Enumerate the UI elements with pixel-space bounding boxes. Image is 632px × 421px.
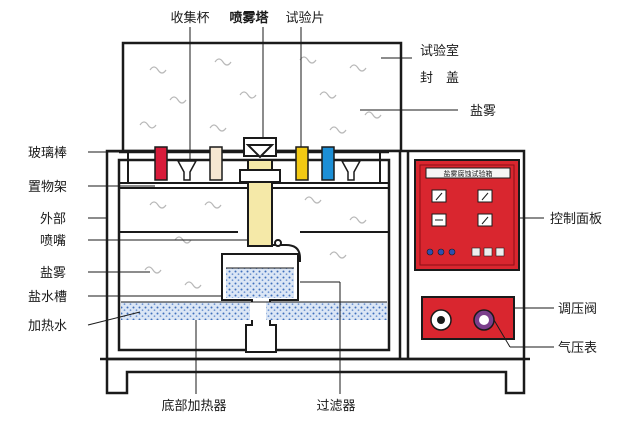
label-salt-fog-left: 盐雾 — [40, 266, 66, 281]
leader-lines — [87, 27, 554, 394]
label-glass-rod: 玻璃棒 — [28, 146, 67, 161]
label-heating-water: 加热水 — [28, 319, 67, 334]
switch-3 — [495, 247, 505, 257]
salt-fog-texture — [139, 56, 382, 289]
collect-cup-left — [176, 160, 198, 181]
label-bottom-heater: 底部加热器 — [161, 398, 226, 414]
label-pressure-valve: 调压阀 — [558, 302, 597, 317]
chamber-cover — [121, 41, 403, 153]
cabinet-base — [100, 357, 530, 395]
test-piece-red — [154, 146, 168, 181]
label-brine-tank: 盐水槽 — [28, 290, 67, 305]
label-collect-cup: 收集杯 — [170, 10, 209, 26]
pressure-panel — [421, 296, 515, 340]
label-chamber-cover-1: 试验室 — [420, 43, 459, 59]
label-filter: 过滤器 — [316, 399, 355, 414]
heating-water — [121, 301, 387, 320]
label-test-piece: 试验片 — [285, 10, 324, 26]
indicator-3 — [448, 248, 456, 256]
test-piece-blue — [321, 146, 335, 181]
indicator-1 — [426, 248, 434, 256]
diagram-labels: 收集杯 喷雾塔 试验片 试验室 封 盖 盐雾 玻璃棒 置物架 外部 喷嘴 盐雾 … — [28, 10, 602, 414]
test-piece-beige — [209, 146, 223, 181]
label-salt-fog-top: 盐雾 — [470, 104, 496, 119]
label-chamber-cover-2: 封 盖 — [420, 71, 459, 86]
label-spray-tower: 喷雾塔 — [229, 10, 269, 26]
test-piece-yellow — [295, 146, 309, 181]
switch-1 — [471, 247, 481, 257]
control-panel: 盐雾腐蚀试验箱 — [414, 159, 520, 271]
switch-2 — [483, 247, 493, 257]
label-rack: 置物架 — [28, 180, 67, 195]
label-pressure-gauge: 气压表 — [558, 340, 597, 356]
label-control-panel: 控制面板 — [550, 212, 602, 227]
panel-nameplate — [425, 167, 511, 179]
indicator-2 — [437, 248, 445, 256]
label-outer: 外部 — [40, 212, 66, 227]
collect-cup-right — [340, 160, 362, 181]
spray-tower — [239, 137, 301, 262]
label-nozzle: 喷嘴 — [40, 234, 66, 249]
test-pieces — [154, 146, 362, 181]
panel-title: 盐雾腐蚀试验箱 — [444, 169, 493, 178]
